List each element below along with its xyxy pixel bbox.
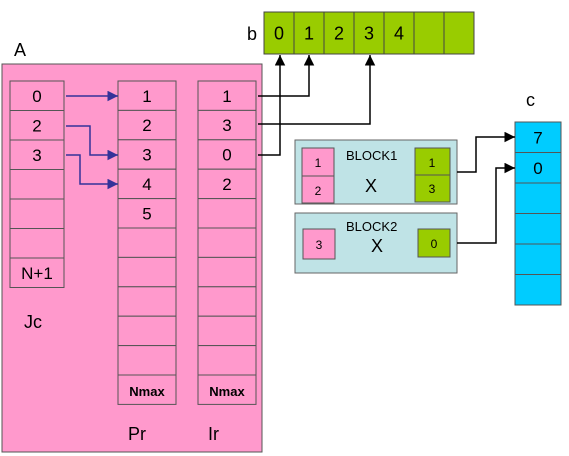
ir-cell (197, 256, 257, 288)
b-cell-value: 2 (334, 23, 344, 43)
ir-cell (197, 345, 257, 376)
block1-right-cell-0 (414, 147, 451, 176)
pr-cell-value: 5 (142, 204, 151, 223)
b-cell-value: 0 (274, 23, 284, 43)
arrow-block2-c (457, 162, 515, 244)
b-cell-value: 4 (394, 23, 404, 43)
arrow-ir0-b (258, 55, 315, 97)
b-cell (263, 11, 295, 55)
jc-cell-value: N+1 (21, 264, 53, 283)
c-cell (514, 121, 562, 153)
block1-left-value-0: 1 (315, 156, 322, 170)
c-cell (514, 182, 562, 214)
block2-right-cell-0 (417, 228, 451, 258)
b-cell (293, 11, 325, 55)
block2-operator: X (371, 236, 383, 256)
c-cell-value: 7 (533, 128, 542, 147)
c-array: 70 (514, 121, 562, 306)
label-ir: Ir (208, 424, 219, 444)
ir-cell-value: Nmax (209, 384, 245, 399)
arrow-ir1-b (258, 55, 376, 125)
pr-cell-value: 3 (142, 146, 151, 165)
ir-cell (197, 139, 257, 170)
pr-cell-value: Nmax (129, 384, 165, 399)
jc-cell-value: 3 (32, 146, 41, 165)
block1: BLOCK1 X 1 2 1 3 (294, 139, 458, 205)
b-cell (443, 11, 475, 55)
jc-cell (9, 80, 65, 111)
pr-cell-value: 4 (142, 175, 151, 194)
block1-right-cell-1 (414, 174, 451, 203)
ir-cell (197, 315, 257, 347)
pointer-arrow-jc2-pr (66, 154, 118, 190)
block1-right-value-1: 3 (429, 182, 436, 196)
jc-cell (9, 257, 65, 288)
jc-cell (9, 169, 65, 200)
label-jc: Jc (24, 312, 42, 332)
b-cell (323, 11, 355, 55)
jc-cell-value: 2 (32, 116, 41, 135)
pr-cell-value: 2 (142, 116, 151, 135)
pr-cell (117, 315, 177, 347)
b-cell-value: 3 (364, 23, 374, 43)
label-c: c (526, 90, 535, 110)
jc-array: 0 2 3N+1 (9, 80, 65, 288)
arrow-ir2-b (258, 55, 286, 156)
pr-cell-value: 1 (142, 87, 151, 106)
pr-cell (117, 227, 177, 258)
ir-cell (197, 198, 257, 229)
ir-cell-value: 0 (222, 146, 231, 165)
pr-cell (117, 374, 177, 405)
ir-cell (197, 80, 257, 111)
c-cell (514, 243, 562, 275)
block1-right-value-0: 1 (429, 156, 436, 170)
pointer-arrow-jc1-pr (66, 125, 118, 161)
c-cell (514, 213, 562, 245)
b-cell (383, 11, 415, 55)
label-b: b (247, 24, 257, 44)
block1-left-value-1: 2 (315, 184, 322, 198)
ir-cell-value: 2 (222, 175, 231, 194)
block2-title: BLOCK2 (346, 219, 397, 234)
ir-cell (197, 374, 257, 405)
jc-cell (9, 139, 65, 170)
pr-cell (117, 345, 177, 376)
ir-cell (197, 227, 257, 258)
pr-cell (117, 286, 177, 317)
block2-left-cell-0 (302, 228, 336, 260)
b-cell (413, 11, 445, 55)
arrow-block1-c (457, 131, 515, 173)
block1-operator: X (365, 176, 377, 196)
jc-cell-value: 0 (32, 87, 41, 106)
block1-title: BLOCK1 (346, 148, 397, 163)
block2-left-value-0: 3 (316, 238, 323, 252)
pr-cell (117, 256, 177, 288)
label-a: A (14, 40, 26, 60)
c-cell (514, 274, 562, 306)
block1-left-cell-1 (301, 175, 335, 204)
pr-cell (117, 198, 177, 229)
c-cell-value: 0 (533, 159, 542, 178)
b-cell-value: 1 (304, 23, 314, 43)
jc-cell (9, 198, 65, 229)
ir-cell-value: 1 (222, 87, 231, 106)
block2-right-value-0: 0 (431, 237, 438, 251)
ir-cell (197, 286, 257, 317)
b-cell (353, 11, 385, 55)
label-pr: Pr (128, 424, 146, 444)
block2: BLOCK2 X 3 0 (294, 212, 458, 274)
c-cell (514, 152, 562, 184)
jc-cell (9, 228, 65, 259)
ir-cell-value: 3 (222, 116, 231, 135)
